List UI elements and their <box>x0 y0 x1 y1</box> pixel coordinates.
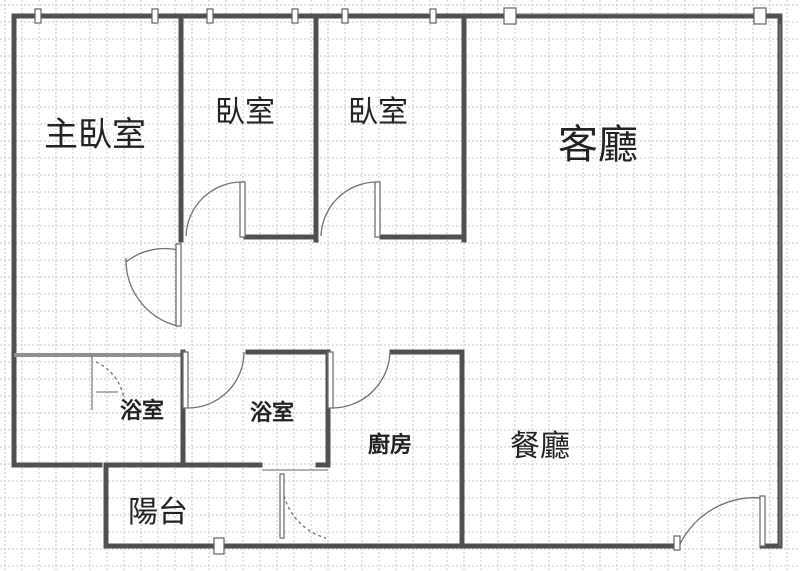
door-swing-arc <box>95 361 125 401</box>
door-leaf <box>759 495 766 547</box>
door-swing-arc <box>679 497 763 545</box>
master-bedroom-label: 主臥室 <box>44 116 146 154</box>
door-leaf <box>374 181 381 238</box>
door-swing-arc <box>332 351 391 409</box>
door-swing-arc <box>281 477 327 539</box>
bedroom-1-label: 臥室 <box>215 96 275 129</box>
window-marker <box>291 8 299 24</box>
bedroom-2-label: 臥室 <box>348 96 408 129</box>
door-leaf <box>279 473 285 539</box>
window-marker <box>753 7 767 25</box>
window-marker <box>429 8 437 24</box>
windows <box>34 7 781 555</box>
bathroom-1-label: 浴室 <box>120 398 164 423</box>
window-marker <box>503 7 517 25</box>
window-marker <box>213 537 225 555</box>
window-marker <box>151 8 159 24</box>
door-leaf <box>327 351 334 409</box>
balcony-label: 陽台 <box>128 496 188 529</box>
door-swing-arc <box>187 351 245 409</box>
door-leaf <box>182 351 189 409</box>
doors <box>95 181 766 551</box>
door-swing-arc <box>320 181 378 237</box>
door-swing-arc <box>125 247 179 263</box>
partition-details <box>91 355 328 471</box>
window-marker <box>34 8 42 24</box>
bathroom-2-label: 浴室 <box>250 400 294 425</box>
door-leaf <box>175 243 182 327</box>
window-marker <box>206 8 214 24</box>
dining-room-label: 餐廳 <box>510 430 570 463</box>
living-room-label: 客廳 <box>558 123 638 167</box>
room-labels: 主臥室 臥室 臥室 客廳 浴室 浴室 廚房 餐廳 陽台 <box>44 96 638 529</box>
door-jamb <box>673 535 681 551</box>
door-swing-arc <box>125 257 179 327</box>
kitchen-label: 廚房 <box>368 432 412 457</box>
window-marker <box>341 8 349 24</box>
door-swing-arc <box>185 181 243 237</box>
door-leaf <box>239 181 246 238</box>
